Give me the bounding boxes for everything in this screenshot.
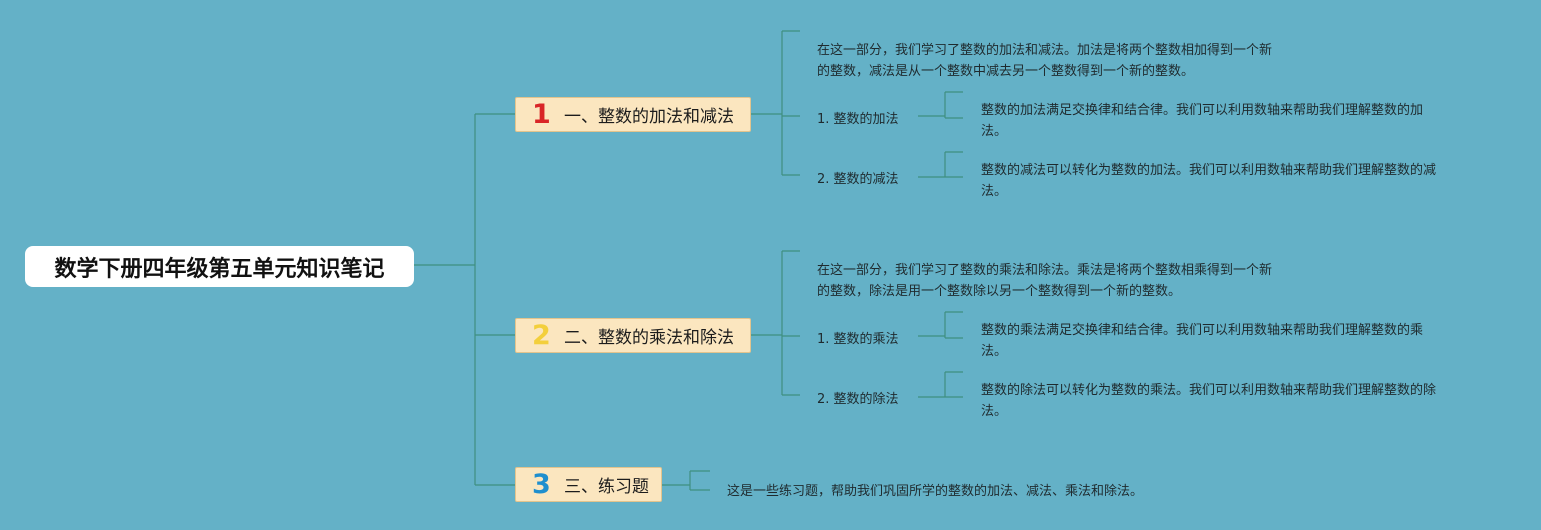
subtopic-multiplication-detail[interactable]: 整数的乘法满足交换律和结合律。我们可以利用数轴来帮助我们理解整数的乘 法。: [981, 323, 1424, 359]
branch-topic-2[interactable]: 2 二、整数的乘法和除法: [515, 318, 751, 353]
number-3-icon: 3: [532, 469, 551, 500]
branch-label: 一、整数的加法和减法: [564, 107, 734, 127]
branch-2-intro[interactable]: 在这一部分，我们学习了整数的乘法和除法。乘法是将两个整数相乘得到一个新 的整数，…: [817, 263, 1273, 299]
subtopic-addition-detail[interactable]: 整数的加法满足交换律和结合律。我们可以利用数轴来帮助我们理解整数的加 法。: [981, 103, 1424, 139]
root-topic[interactable]: 数学下册四年级第五单元知识笔记: [25, 246, 414, 287]
branch-1-intro[interactable]: 在这一部分，我们学习了整数的加法和减法。加法是将两个整数相加得到一个新 的整数，…: [817, 43, 1273, 79]
branch-label: 二、整数的乘法和除法: [564, 328, 734, 348]
subtopic-subtraction-detail[interactable]: 整数的减法可以转化为整数的加法。我们可以利用数轴来帮助我们理解整数的减 法。: [981, 163, 1437, 199]
subtopic-multiplication[interactable]: 1. 整数的乘法: [817, 332, 899, 347]
subtopic-subtraction[interactable]: 2. 整数的减法: [817, 172, 899, 187]
branch-topic-3[interactable]: 3 三、练习题: [515, 467, 662, 502]
number-2-icon: 2: [532, 320, 551, 351]
branch-3-intro[interactable]: 这是一些练习题，帮助我们巩固所学的整数的加法、减法、乘法和除法。: [727, 484, 1144, 499]
subtopic-addition[interactable]: 1. 整数的加法: [817, 112, 899, 127]
subtopic-division[interactable]: 2. 整数的除法: [817, 392, 899, 407]
subtopic-division-detail[interactable]: 整数的除法可以转化为整数的乘法。我们可以利用数轴来帮助我们理解整数的除 法。: [981, 383, 1437, 419]
branch-topic-1[interactable]: 1 一、整数的加法和减法: [515, 97, 751, 132]
branch-label: 三、练习题: [564, 477, 649, 497]
number-1-icon: 1: [532, 99, 551, 130]
